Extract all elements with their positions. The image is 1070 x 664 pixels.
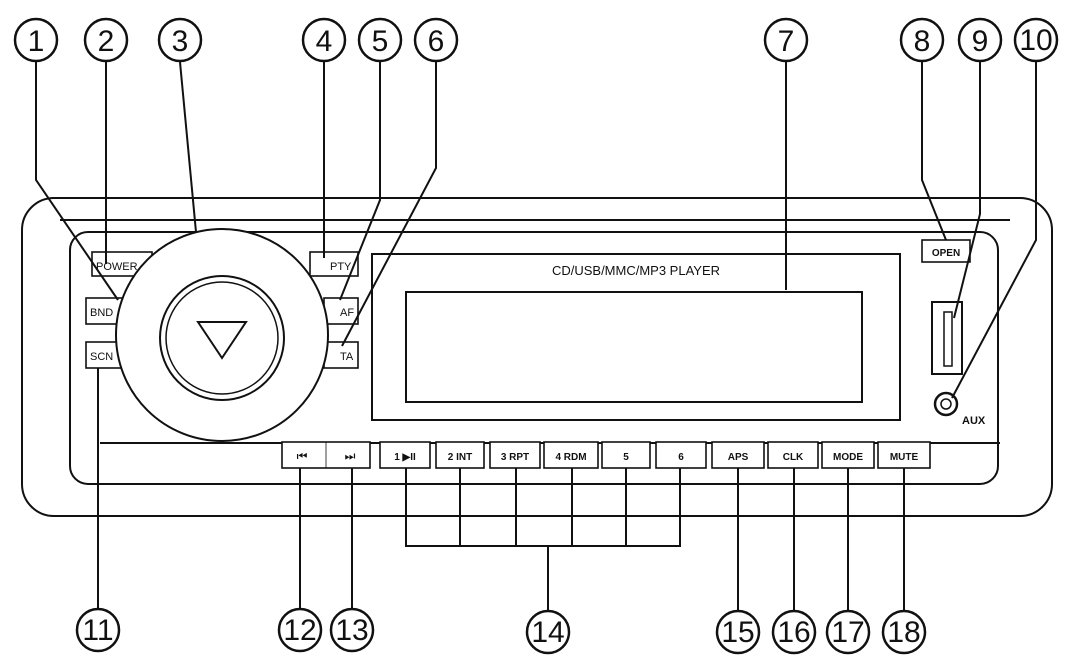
mode-button[interactable]: MODE — [821, 441, 875, 469]
svg-text:4: 4 — [316, 25, 333, 58]
svg-text:17: 17 — [831, 616, 864, 649]
prev-track-icon: ⏮ — [297, 449, 308, 463]
svg-text:14: 14 — [531, 616, 564, 649]
svg-text:9: 9 — [972, 25, 989, 58]
aps-label: APS — [728, 452, 749, 463]
leader-lines — [35, 61, 1037, 612]
release-button-inner — [165, 281, 279, 395]
svg-text:6: 6 — [428, 25, 445, 58]
svg-text:10: 10 — [1019, 24, 1052, 57]
callout-10: 10 — [1013, 17, 1059, 63]
release-triangle-icon — [196, 321, 248, 360]
callout-2: 2 — [83, 17, 129, 63]
mute-button[interactable]: MUTE — [877, 441, 931, 469]
callout-4: 4 — [301, 17, 347, 63]
scn-button-label: SCN — [90, 351, 113, 363]
aux-label: AUX — [962, 415, 986, 427]
preset-2-label: 2 INT — [448, 452, 472, 463]
callout-17: 17 — [825, 609, 871, 655]
svg-text:8: 8 — [914, 25, 931, 58]
preset-6-label: 6 — [678, 452, 684, 463]
callout-1: 1 — [13, 17, 59, 63]
svg-text:13: 13 — [335, 614, 368, 647]
callout-12: 12 — [277, 607, 323, 653]
callout-3: 3 — [157, 17, 203, 63]
preset-3-label: 3 RPT — [501, 452, 529, 463]
callout-14: 14 — [525, 609, 571, 655]
callout-11: 11 — [75, 607, 121, 653]
svg-text:1: 1 — [28, 25, 45, 58]
usb-slot-inner — [943, 311, 953, 367]
preset-1-label: 1 ▶II — [394, 452, 416, 463]
svg-text:7: 7 — [778, 25, 795, 58]
svg-text:12: 12 — [283, 614, 316, 647]
power-button-label: POWER — [96, 261, 138, 273]
clk-label: CLK — [783, 452, 804, 463]
callout-9: 9 — [957, 17, 1003, 63]
aps-button[interactable]: APS — [711, 441, 765, 469]
callout-7: 7 — [763, 17, 809, 63]
svg-text:11: 11 — [82, 614, 113, 647]
preset-1-button[interactable]: 1 ▶II — [379, 441, 431, 469]
open-button[interactable]: OPEN — [921, 239, 971, 263]
svg-text:3: 3 — [172, 25, 189, 58]
callout-8: 8 — [899, 17, 945, 63]
preset-2-button[interactable]: 2 INT — [435, 441, 485, 469]
prev-next-button[interactable]: ⏮ ⏭ — [281, 441, 371, 469]
faceplate-inner — [69, 231, 999, 485]
preset-6-button[interactable]: 6 — [655, 441, 707, 469]
af-button-label: AF — [340, 307, 354, 319]
callout-6: 6 — [413, 17, 459, 63]
lcd-screen — [405, 291, 863, 403]
ta-button-label: TA — [340, 351, 354, 363]
aux-jack-inner — [940, 398, 952, 410]
pty-button-label: PTY — [330, 261, 352, 273]
clk-button[interactable]: CLK — [767, 441, 819, 469]
preset-3-button[interactable]: 3 RPT — [489, 441, 541, 469]
preset-4-label: 4 RDM — [555, 452, 586, 463]
preset-4-button[interactable]: 4 RDM — [543, 441, 599, 469]
svg-text:16: 16 — [777, 616, 810, 649]
ta-button[interactable]: TA — [323, 341, 359, 369]
svg-text:2: 2 — [98, 25, 115, 58]
callout-5: 5 — [357, 17, 403, 63]
bnd-button-label: BND — [90, 307, 113, 319]
af-button[interactable]: AF — [323, 297, 359, 325]
callout-18: 18 — [881, 609, 927, 655]
svg-text:18: 18 — [887, 616, 920, 649]
svg-text:5: 5 — [372, 25, 389, 58]
preset-5-button[interactable]: 5 — [601, 441, 651, 469]
pty-button[interactable]: PTY — [309, 251, 359, 277]
preset-5-label: 5 — [623, 452, 629, 463]
callout-13: 13 — [329, 607, 375, 653]
display-title: CD/USB/MMC/MP3 PLAYER — [552, 263, 720, 278]
callout-16: 16 — [771, 609, 817, 655]
svg-text:15: 15 — [721, 616, 754, 649]
open-button-label: OPEN — [932, 248, 960, 259]
next-track-icon: ⏭ — [345, 449, 356, 463]
mute-label: MUTE — [890, 452, 919, 463]
mode-label: MODE — [833, 452, 863, 463]
callout-15: 15 — [715, 609, 761, 655]
